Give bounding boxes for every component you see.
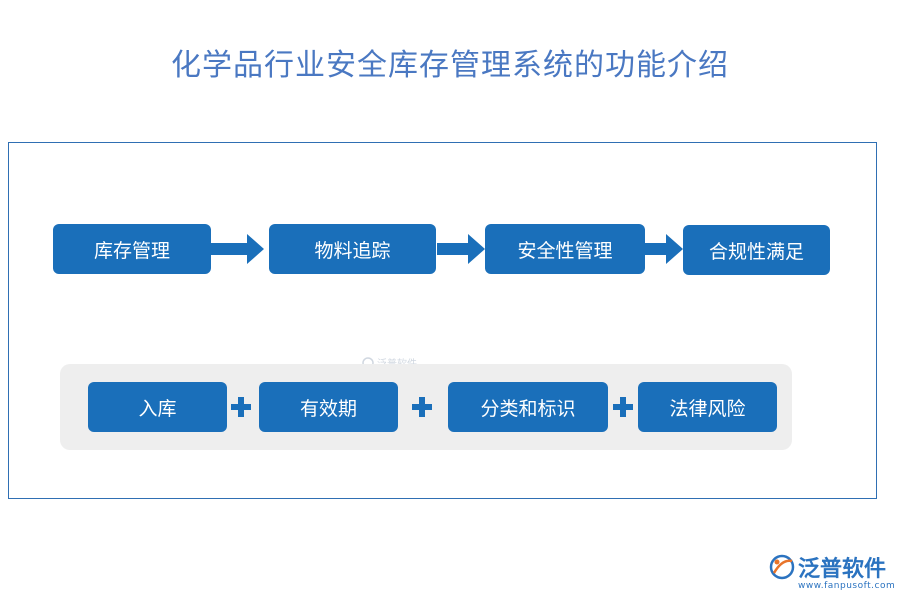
flow-step-inventory: 库存管理	[53, 224, 211, 274]
plus-icon	[231, 397, 251, 417]
plus-icon	[412, 397, 432, 417]
brand-url: www.fanpusoft.com	[798, 581, 896, 591]
flow-step-label: 安全性管理	[517, 239, 613, 262]
arrow-right-icon	[645, 234, 683, 264]
flow-step-label: 库存管理	[93, 239, 170, 262]
feature-label: 入库	[138, 397, 177, 420]
flow-step-label: 合规性满足	[708, 240, 804, 263]
feature-inbound: 入库	[88, 382, 227, 432]
feature-classification: 分类和标识	[448, 382, 608, 432]
arrow-right-icon	[437, 234, 485, 264]
brand-logo: 泛普软件 www.fanpusoft.com	[768, 551, 896, 597]
flow-step-safety-management: 安全性管理	[485, 224, 645, 274]
flow-step-material-tracking: 物料追踪	[269, 224, 436, 274]
feature-label: 有效期	[299, 397, 357, 420]
feature-label: 法律风险	[669, 397, 746, 420]
flow-step-label: 物料追踪	[314, 239, 391, 262]
feature-label: 分类和标识	[480, 397, 576, 420]
fanpu-logo-icon	[769, 554, 795, 580]
arrow-right-icon	[211, 234, 264, 264]
feature-expiry: 有效期	[259, 382, 398, 432]
page-title: 化学品行业安全库存管理系统的功能介绍	[171, 48, 729, 83]
plus-icon	[613, 397, 633, 417]
feature-legal-risk: 法律风险	[638, 382, 777, 432]
brand-name: 泛普软件	[798, 557, 887, 582]
diagram-frame	[8, 142, 877, 499]
flow-step-compliance: 合规性满足	[683, 225, 830, 275]
